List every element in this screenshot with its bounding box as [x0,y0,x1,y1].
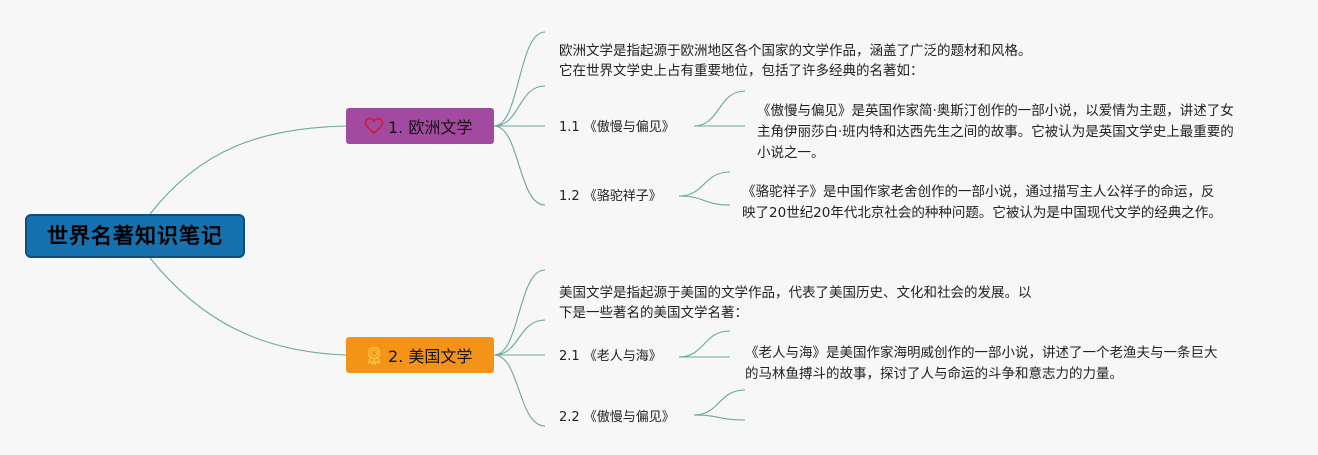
edge-item12-desc-top [678,171,731,197]
edge-branch2-intro-b [493,319,546,356]
intro-line: 它在世界文学史上占有重要地位，包括了许多经典的名著如： [559,63,924,79]
desc-line: 的马林鱼搏斗的故事，探讨了人与命运的斗争和意志力的力量。 [745,366,1123,382]
root-node[interactable]: 世界名著知识笔记 [25,214,245,258]
edge-branch1-intro-b [493,85,546,127]
leaf-node-old-man-and-the-sea[interactable]: 2.1 《老人与海》 [559,349,662,364]
intro-line: 美国文学是指起源于美国的文学作品，代表了美国历史、文化和社会的发展。以 [559,285,1032,301]
heart-icon [364,116,384,136]
desc-line: 《骆驼祥子》是中国作家老舍创作的一部小说，通过描写主人公祥子的命运，反 [742,184,1215,200]
leaf-node-pride-and-prejudice[interactable]: 1.1 《傲慢与偏见》 [559,120,675,135]
description-rickshaw-boy: 《骆驼祥子》是中国作家老舍创作的一部小说，通过描写主人公祥子的命运，反 映了20… [742,182,1222,224]
edge-item21-desc-top [678,330,731,358]
edge-branch2-intro [493,269,546,356]
branch-node-european-literature[interactable]: 1. 欧洲文学 [346,108,494,144]
branch-label: 2. 美国文学 [388,347,473,366]
desc-line: 映了20世纪20年代北京社会的种种问题。它被认为是中国现代文学的经典之作。 [742,205,1222,221]
description-old-man-and-the-sea: 《老人与海》是美国作家海明威创作的一部小说，讲述了一个老渔夫与一条巨大 的马林鱼… [745,343,1218,385]
edge-root-branch-1 [149,125,347,215]
edge-branch1-intro [493,31,546,127]
branch-node-american-literature[interactable]: 2. 美国文学 [346,337,494,373]
intro-text-american: 美国文学是指起源于美国的文学作品，代表了美国历史、文化和社会的发展。以 下是一些… [559,283,1032,323]
desc-line: 小说之一。 [757,145,825,161]
intro-text-european: 欧洲文学是指起源于欧洲地区各个国家的文学作品，涵盖了广泛的题材和风格。 它在世界… [559,41,1032,81]
desc-line: 《老人与海》是美国作家海明威创作的一部小说，讲述了一个老渔夫与一条巨大 [745,345,1218,361]
edge-item12-desc-bot [678,195,731,206]
edge-item22-desc-top [693,389,746,416]
edge-item22-desc-bot [693,414,746,421]
description-pride-and-prejudice: 《傲慢与偏见》是英国作家简·奥斯汀创作的一部小说，以爱情为主题，讲述了女 主角伊… [757,101,1234,164]
intro-line: 欧洲文学是指起源于欧洲地区各个国家的文学作品，涵盖了广泛的题材和风格。 [559,43,1032,59]
intro-line: 下是一些著名的美国文学名著： [559,305,748,321]
edge-item11-desc-top [693,90,746,127]
edge-branch2-item2 [493,354,546,427]
edge-root-branch-2 [149,257,347,356]
desc-line: 《傲慢与偏见》是英国作家简·奥斯汀创作的一部小说，以爱情为主题，讲述了女 [757,103,1234,119]
desc-line: 主角伊丽莎白·班内特和达西先生之间的故事。它被认为是英国文学史上最重要的 [757,124,1234,140]
leaf-node-rickshaw-boy[interactable]: 1.2 《骆驼祥子》 [559,189,662,204]
award-ribbon-icon [364,345,384,366]
leaf-node-pride-and-prejudice-2[interactable]: 2.2 《傲慢与偏见》 [559,410,675,425]
edge-branch1-item2 [493,125,546,206]
branch-label: 1. 欧洲文学 [388,118,473,137]
